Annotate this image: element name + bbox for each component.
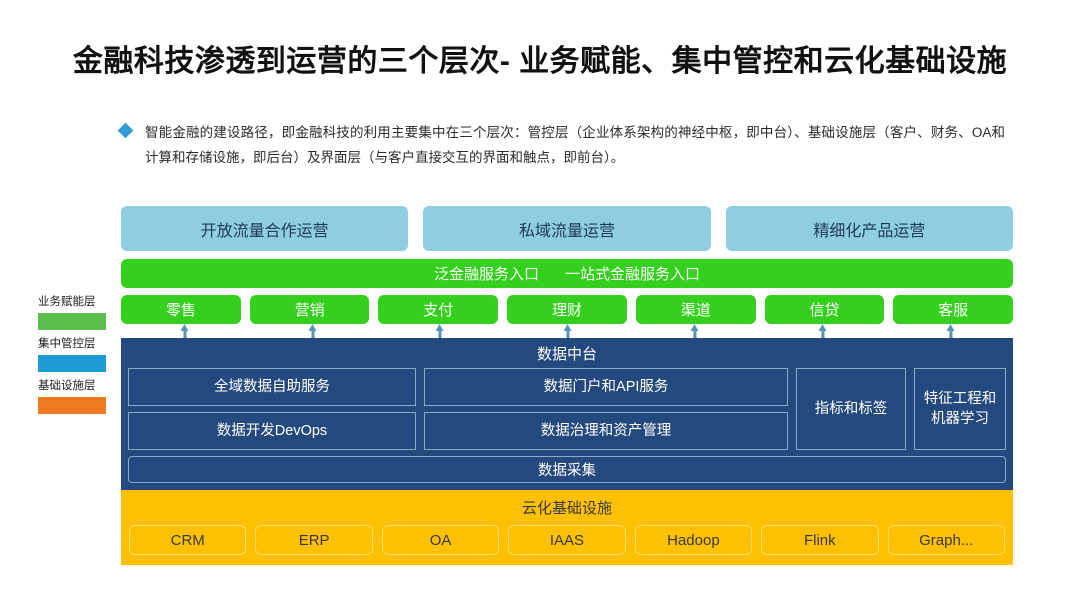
business-chip-row: 零售 营销 支付 理财 渠道 信贷 客服 (121, 295, 1014, 324)
page-title: 金融科技渗透到运营的三个层次- 业务赋能、集中管控和云化基础设施 (72, 45, 1008, 78)
business-chip-retail[interactable]: 零售 (121, 295, 241, 324)
cloud-infrastructure-section: 云化基础设施 CRM ERP OA IAAS Hadoop Flink Grap… (121, 490, 1013, 565)
diamond-bullet-icon (117, 122, 134, 139)
infra-chip-crm[interactable]: CRM (129, 525, 247, 555)
legend-swatch-business (38, 313, 106, 330)
legend-item-infra: 基础设施层 (38, 378, 110, 414)
arrow-strip (121, 324, 1013, 338)
legend: 业务赋能层 集中管控层 基础设施层 (38, 294, 110, 420)
platform-ml-column: 特征工程和机器学习 (914, 368, 1006, 450)
platform-box-governance[interactable]: 数据治理和资产管理 (424, 412, 788, 450)
infra-chip-erp[interactable]: ERP (255, 525, 373, 555)
channel-box-private-traffic[interactable]: 私域流量运营 (423, 206, 711, 251)
channel-box-refined-product[interactable]: 精细化产品运营 (725, 206, 1013, 251)
platform-box-feature-ml[interactable]: 特征工程和机器学习 (914, 368, 1006, 450)
data-platform-grid: 全域数据自助服务 数据开发DevOps 数据门户和API服务 数据治理和资产管理… (128, 368, 1006, 450)
business-chip-service[interactable]: 客服 (893, 295, 1014, 324)
arrow-up-icon-2 (308, 324, 317, 338)
arrow-up-icon-5 (690, 324, 700, 338)
data-platform-title: 数据中台 (536, 346, 597, 363)
infra-chip-iaas[interactable]: IAAS (508, 525, 626, 555)
bullet-text: 智能金融的建设路径，即金融科技的利用主要集中在三个层次：管控层（企业体系架构的神… (145, 125, 1005, 165)
arrow-up-icon-1 (180, 324, 190, 338)
legend-swatch-control (38, 355, 106, 372)
platform-box-devops[interactable]: 数据开发DevOps (128, 412, 416, 450)
entry-label-onestop: 一站式金融服务入口 (565, 266, 701, 283)
platform-box-metrics-tags[interactable]: 指标和标签 (796, 368, 906, 450)
architecture-diagram: 开放流量合作运营 私域流量运营 精细化产品运营 泛金融服务入口 一站式金融服务入… (121, 206, 1014, 565)
platform-metrics-column: 指标和标签 (796, 368, 906, 450)
legend-label-business: 业务赋能层 (38, 296, 96, 308)
arrow-up-icon-3 (435, 324, 445, 338)
entry-label-general: 泛金融服务入口 (433, 266, 539, 283)
infra-chip-oa[interactable]: OA (381, 525, 500, 555)
business-chip-payment[interactable]: 支付 (378, 295, 499, 324)
platform-box-self-service[interactable]: 全域数据自助服务 (128, 368, 416, 406)
legend-item-control: 集中管控层 (38, 336, 110, 372)
channel-row: 开放流量合作运营 私域流量运营 精细化产品运营 (121, 206, 1013, 251)
infra-chip-graph[interactable]: Graph... (887, 525, 1005, 555)
legend-item-business: 业务赋能层 (38, 294, 110, 330)
bullet-paragraph: 智能金融的建设路径，即金融科技的利用主要集中在三个层次：管控层（企业体系架构的神… (117, 120, 1020, 170)
legend-label-control: 集中管控层 (38, 338, 96, 350)
business-chip-wealth[interactable]: 理财 (507, 295, 627, 324)
platform-left-column: 全域数据自助服务 数据开发DevOps (128, 368, 416, 450)
platform-box-data-collection[interactable]: 数据采集 (128, 456, 1006, 483)
infrastructure-chip-row: CRM ERP OA IAAS Hadoop Flink Graph... (129, 525, 1005, 555)
channel-box-open-traffic[interactable]: 开放流量合作运营 (121, 206, 409, 251)
arrow-up-icon-7 (946, 324, 955, 338)
business-chip-channel[interactable]: 渠道 (635, 295, 756, 324)
data-platform-section: 数据中台 全域数据自助服务 数据开发DevOps 数据门户和API服务 数据治理… (121, 338, 1013, 490)
infra-chip-hadoop[interactable]: Hadoop (634, 525, 753, 555)
arrow-up-icon-6 (818, 324, 828, 338)
service-entry-bar: 泛金融服务入口 一站式金融服务入口 (121, 259, 1013, 288)
platform-mid-column: 数据门户和API服务 数据治理和资产管理 (424, 368, 788, 450)
arrow-up-icon-4 (563, 324, 572, 338)
business-chip-credit[interactable]: 信贷 (764, 295, 885, 324)
cloud-infrastructure-title: 云化基础设施 (521, 500, 612, 517)
infra-chip-flink[interactable]: Flink (761, 525, 879, 555)
legend-swatch-infra (38, 397, 106, 414)
platform-box-api-portal[interactable]: 数据门户和API服务 (424, 368, 788, 406)
business-chip-marketing[interactable]: 营销 (249, 295, 370, 324)
legend-label-infra: 基础设施层 (38, 380, 96, 392)
